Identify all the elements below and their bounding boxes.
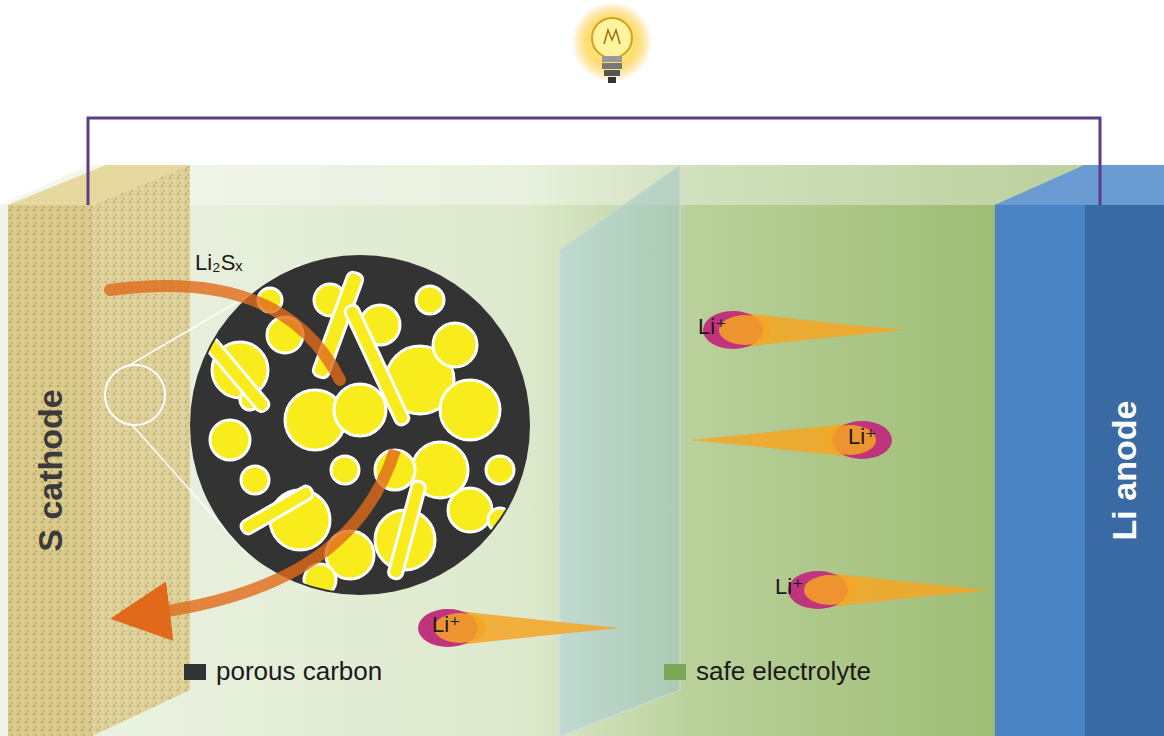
legend-swatch xyxy=(184,664,206,680)
cathode-slab: S cathode xyxy=(8,205,92,736)
electrode-label: Li anode xyxy=(1105,401,1144,541)
legend-text: porous carbon xyxy=(216,656,382,687)
ion-label: Li⁺ xyxy=(698,314,727,340)
ion-label: Li⁺ xyxy=(432,612,461,638)
polysulfide-label: Li₂Sₓ xyxy=(195,250,243,276)
ion-label: Li⁺ xyxy=(848,424,877,450)
circuit-wire xyxy=(88,118,1100,205)
legend-swatch xyxy=(664,664,686,680)
electrode-label: S cathode xyxy=(31,389,70,551)
legend-entry: safe electrolyte xyxy=(664,656,871,687)
legend-text: safe electrolyte xyxy=(696,656,871,687)
anode-slab: Li anode xyxy=(1085,205,1164,736)
ion-label: Li⁺ xyxy=(775,574,804,600)
legend-entry: porous carbon xyxy=(184,656,382,687)
